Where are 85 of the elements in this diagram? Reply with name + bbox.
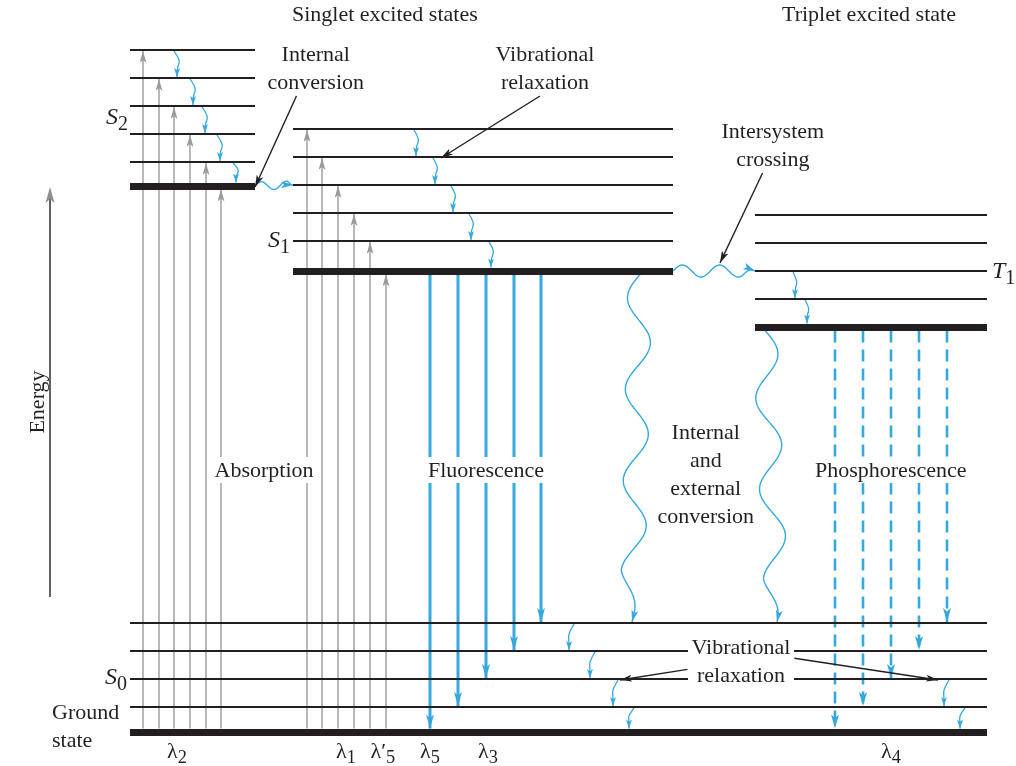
curved-arrow xyxy=(488,241,495,269)
arrow xyxy=(155,78,163,730)
arrow xyxy=(170,106,178,730)
curved-arrow xyxy=(957,707,966,730)
curved-arrow xyxy=(189,78,196,106)
leader-line xyxy=(719,172,764,264)
arrow xyxy=(334,185,342,730)
dashed-arrow xyxy=(887,330,895,678)
curved-arrow xyxy=(201,106,208,134)
dashed-arrow xyxy=(859,330,867,706)
arrow xyxy=(202,162,210,730)
curved-arrow xyxy=(468,213,475,241)
arrow xyxy=(217,188,225,730)
process-label: Vibrational relaxation xyxy=(495,40,595,96)
energy-level-line xyxy=(293,184,673,186)
wavy-arrow xyxy=(755,329,787,623)
curved-arrow xyxy=(173,50,180,78)
axis-label: Energy xyxy=(22,370,50,434)
dashed-arrow xyxy=(943,330,951,622)
energy-level-line xyxy=(755,298,987,300)
energy-level-line xyxy=(130,706,987,708)
state-label: T$_{1}$ xyxy=(992,255,1016,290)
energy-level-line xyxy=(755,242,987,244)
arrow xyxy=(366,241,374,730)
leader-line xyxy=(793,657,939,682)
energy-level-line xyxy=(130,678,987,680)
curved-arrow xyxy=(432,157,439,185)
energy-level-line xyxy=(130,133,255,135)
state-label: Ground state xyxy=(52,698,120,754)
energy-level-line xyxy=(130,650,987,652)
leader-line xyxy=(440,95,541,159)
arrow xyxy=(454,274,462,706)
energy-level-line xyxy=(293,128,673,130)
energy-level-line xyxy=(130,77,255,79)
wavelength-label: λ′$_{5}$ xyxy=(370,737,396,766)
arrow xyxy=(537,274,545,622)
curved-arrow xyxy=(610,679,619,707)
section-heading: Singlet excited states xyxy=(292,0,478,28)
energy-level-line xyxy=(755,270,987,272)
arrow xyxy=(482,274,490,678)
process-label: Internal conversion xyxy=(267,40,365,96)
curved-arrow xyxy=(941,679,950,707)
energy-level-line xyxy=(130,49,255,51)
energy-level-line xyxy=(130,161,255,163)
wavelength-label: λ$_{4}$ xyxy=(881,737,901,766)
dashed-arrow xyxy=(915,330,923,650)
curved-arrow xyxy=(566,623,575,651)
wavelength-label: λ$_{3}$ xyxy=(478,737,498,766)
wavy-arrow xyxy=(672,262,756,278)
curved-arrow xyxy=(450,185,457,213)
leader-line xyxy=(619,668,689,682)
energy-level-line xyxy=(130,622,987,624)
section-heading: Triplet excited state xyxy=(782,0,956,28)
dashed-arrow xyxy=(831,330,839,729)
state-label: S$_{2}$ xyxy=(106,101,128,136)
wavy-arrow xyxy=(254,180,294,191)
curved-arrow xyxy=(792,271,798,299)
energy-level-line xyxy=(293,212,673,214)
wavelength-label: λ$_{2}$ xyxy=(167,737,187,766)
curved-arrow xyxy=(626,707,635,730)
leader-line xyxy=(254,95,298,188)
arrow xyxy=(426,274,434,729)
curved-arrow xyxy=(587,651,596,679)
curved-arrow xyxy=(232,162,239,184)
arrow xyxy=(382,273,390,730)
arrow xyxy=(318,157,326,730)
energy-level-line xyxy=(293,240,673,242)
energy-level-line xyxy=(755,214,987,216)
state-label: S$_{0}$ xyxy=(105,661,127,696)
arrow xyxy=(510,274,518,650)
arrow xyxy=(186,134,194,730)
energy-level-line xyxy=(293,156,673,158)
wavelength-label: λ$_{1}$ xyxy=(336,737,356,766)
arrow xyxy=(303,129,311,730)
process-label: Internal and external conversion xyxy=(657,418,755,530)
wavelength-label: λ$_{5}$ xyxy=(420,737,440,766)
arrow xyxy=(139,50,147,730)
energy-level-line xyxy=(130,105,255,107)
process-label: Intersystem crossing xyxy=(721,117,825,173)
wavy-arrow xyxy=(620,273,652,623)
curved-arrow xyxy=(413,129,420,157)
state-label: S$_{1}$ xyxy=(268,224,290,259)
arrow xyxy=(350,213,358,730)
curved-arrow xyxy=(216,134,223,162)
curved-arrow xyxy=(804,299,810,325)
